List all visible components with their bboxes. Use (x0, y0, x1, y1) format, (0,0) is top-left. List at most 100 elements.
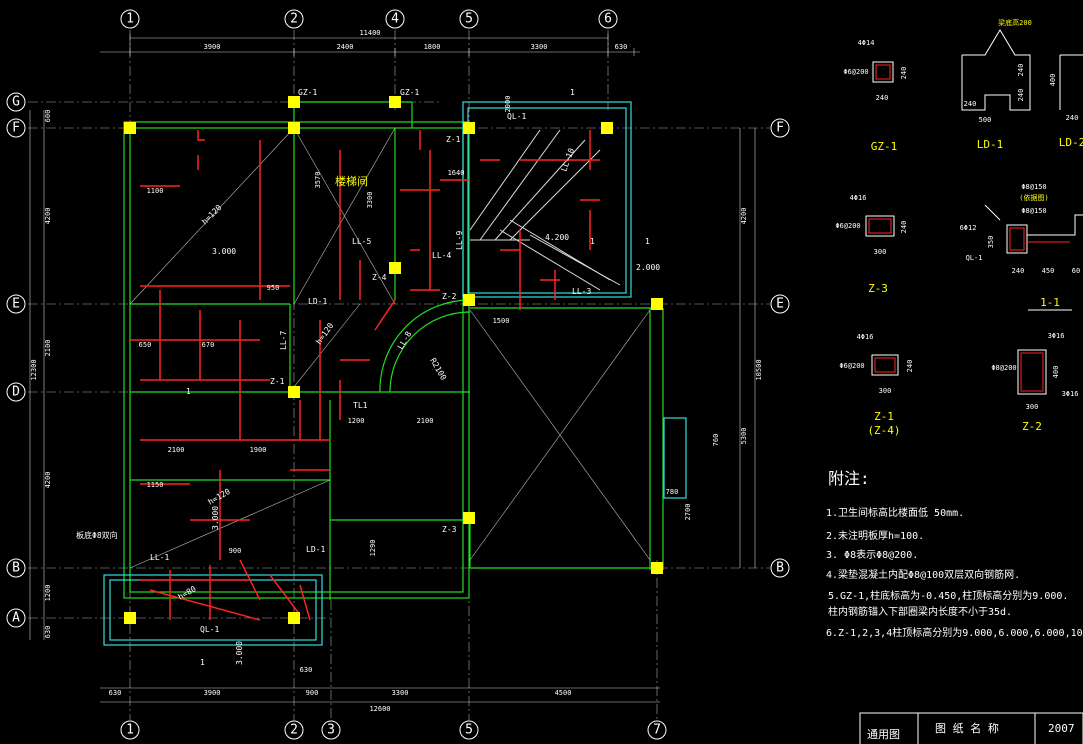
walls-cyan (103, 101, 687, 646)
svg-text:670: 670 (202, 341, 215, 349)
svg-text:1900: 1900 (250, 446, 267, 454)
dim-bottom-seg-1: 630 (109, 689, 122, 697)
svg-text:240: 240 (1066, 114, 1079, 122)
svg-text:1-1: 1-1 (1040, 296, 1060, 309)
detail-section-1-1: Φ8@150 (依据图) Φ8@150 6Φ12 QL-1 240 450 60… (960, 183, 1083, 311)
svg-text:5: 5 (465, 723, 473, 738)
z2-label: Z-2 (442, 292, 457, 301)
svg-text:Z-2: Z-2 (1022, 420, 1042, 433)
svg-text:2: 2 (290, 723, 298, 738)
detail-gz1: 4Φ14 Φ6@200 240 240 GZ-1 (843, 39, 908, 153)
h120-label-a: h=120 (200, 203, 224, 227)
ll9-label: LL-9 (455, 231, 464, 250)
svg-text:梁底高200: 梁底高200 (998, 18, 1032, 27)
svg-text:240: 240 (1012, 267, 1025, 275)
svg-text:QL-1: QL-1 (966, 254, 983, 262)
ld1-label-b: LD-1 (306, 545, 325, 554)
detail-z1: 4Φ16 Φ6@200 300 240 Z-1 (Z-4) (839, 333, 914, 437)
svg-text:600: 600 (44, 110, 52, 123)
svg-text:240: 240 (876, 94, 889, 102)
ld1-label: LD-1 (308, 297, 327, 306)
gz1-label-a: GZ-1 (298, 88, 317, 97)
svg-text:F: F (12, 121, 20, 136)
svg-text:Φ8@150: Φ8@150 (1021, 207, 1046, 215)
svg-text:3: 3 (327, 723, 335, 738)
dim-top-seg-1: 3900 (204, 43, 221, 51)
note-6: 6.Z-1,2,3,4柱顶标高分别为9.000,6.000,6.000,10.8… (826, 626, 1083, 639)
dim-top-seg-3: 1800 (424, 43, 441, 51)
svg-text:B: B (12, 561, 20, 576)
svg-text:E: E (776, 297, 784, 312)
svg-text:6: 6 (604, 12, 612, 27)
z3-label: Z-3 (442, 525, 457, 534)
ll5-label: LL-5 (352, 237, 371, 246)
svg-text:240: 240 (906, 360, 914, 373)
section-mark-mid: 1 (590, 237, 595, 246)
stair-room-label: 楼梯间 (335, 174, 368, 188)
dim-bottom-seg-4: 3300 (392, 689, 409, 697)
section-mark-right: 1 (645, 237, 650, 246)
svg-text:12300: 12300 (30, 359, 38, 380)
grid-bubble-left-A: A (6, 608, 26, 628)
grid-bubble-bottom-2: 2 (284, 720, 304, 740)
svg-text:4Φ14: 4Φ14 (858, 39, 875, 47)
svg-text:4200: 4200 (44, 208, 52, 225)
svg-text:350: 350 (987, 236, 995, 249)
svg-text:400: 400 (1049, 74, 1057, 87)
svg-text:2000: 2000 (504, 96, 512, 113)
ll3-label: LL-3 (572, 287, 591, 296)
note-4: 4.梁垫混凝土内配Φ8@100双层双向钢筋网. (826, 568, 1020, 581)
svg-text:240: 240 (1017, 89, 1025, 102)
rebar-lines (130, 130, 600, 621)
dim-bottom-seg-5: 4500 (555, 689, 572, 697)
z1-label: Z-1 (270, 377, 285, 386)
svg-text:6Φ12: 6Φ12 (960, 224, 977, 232)
grid-bubble-bottom-3: 3 (321, 720, 341, 740)
title-block-name-header: 图 纸 名 称 (935, 721, 999, 735)
svg-text:E: E (12, 297, 20, 312)
elevation-2000: 2.000 (636, 263, 660, 272)
note-2: 2.未注明板厚h=100. (826, 529, 924, 542)
tl1-label: TL1 (353, 401, 368, 410)
ql1-label-bottom: QL-1 (200, 625, 219, 634)
svg-text:1150: 1150 (147, 481, 164, 489)
detail-ld1: 梁底高200 240 240 500 240 400 LD-1 LD-2 240 (961, 18, 1083, 151)
grid-bubble-top-6: 6 (598, 9, 618, 29)
title-block-type: 通用图 (867, 728, 900, 741)
svg-text:Z-3: Z-3 (868, 282, 888, 295)
svg-text:4200: 4200 (740, 208, 748, 225)
section-mark-left: 1 (186, 387, 191, 396)
section-mark-top: 1 (570, 88, 575, 97)
svg-text:1640: 1640 (448, 169, 465, 177)
grid-bubble-top-5: 5 (459, 9, 479, 29)
svg-text:2100: 2100 (417, 417, 434, 425)
dimension-lines (29, 34, 756, 703)
title-block-year: 2007 (1048, 722, 1075, 735)
grid-bubble-top-1: 1 (120, 9, 140, 29)
svg-text:B: B (776, 561, 784, 576)
note-3: 3. Φ8表示Φ8@200. (826, 548, 918, 561)
gz1-label-b: GZ-1 (400, 88, 419, 97)
elevation-3000: 3.000 (212, 247, 236, 256)
svg-text:2: 2 (290, 12, 298, 27)
svg-text:5300: 5300 (740, 428, 748, 445)
h80-label: h=80 (177, 584, 198, 602)
detail-z2: 3Φ16 3Φ16 Φ8@200 300 400 Z-2 (991, 332, 1078, 433)
svg-text:760: 760 (712, 434, 720, 447)
svg-text:1290: 1290 (369, 540, 377, 557)
svg-text:D: D (12, 385, 20, 400)
title-block: 通用图 图 纸 名 称 2007 (859, 712, 1083, 744)
dim-bottom-extra: 630 (300, 666, 313, 674)
grid-bubble-left-B: B (6, 558, 26, 578)
svg-text:4200: 4200 (44, 472, 52, 489)
svg-text:G: G (12, 95, 20, 110)
slab-diagonals (129, 127, 651, 569)
grid-bubble-bottom-7: 7 (647, 720, 667, 740)
svg-text:630: 630 (44, 626, 52, 639)
note-5b: 柱内钢筋锚入下部圈梁内长度不小于35d. (828, 605, 1012, 618)
grid-bubble-left-G: G (6, 92, 26, 112)
notes-title: 附注: (828, 469, 870, 488)
svg-text:240: 240 (900, 67, 908, 80)
section-mark-bottom: 1 (200, 658, 205, 667)
elevation-4200: 4.200 (545, 233, 569, 242)
